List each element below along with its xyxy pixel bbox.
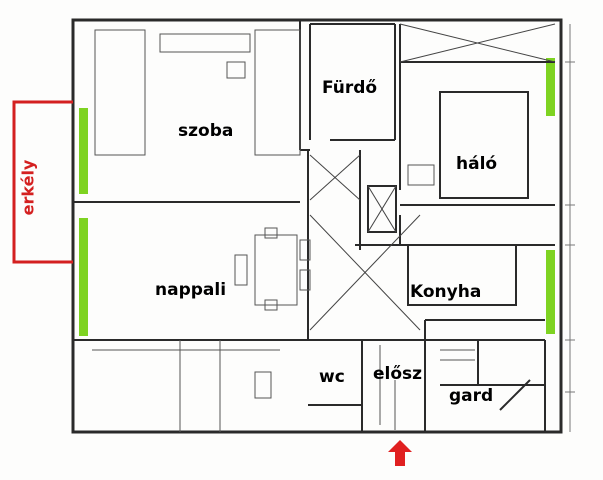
room-label-szoba: szoba	[178, 121, 234, 141]
outer-walls	[71, 18, 563, 434]
room-label-elosz: elősz	[373, 364, 423, 384]
balcony-outline	[12, 100, 73, 264]
interior-walls	[73, 20, 555, 432]
furniture	[92, 29, 475, 432]
entrance-arrow-icon	[388, 440, 412, 466]
balcony-label: erkély	[18, 159, 38, 216]
room-label-halo: háló	[456, 154, 498, 174]
window-szoba	[79, 108, 88, 194]
window-konyha	[546, 250, 555, 334]
room-label-wc: wc	[319, 367, 345, 387]
dimension-annotations	[565, 24, 575, 432]
window-nappali	[79, 218, 88, 336]
room-label-konyha: Konyha	[410, 282, 482, 302]
window-halo	[546, 58, 555, 116]
room-label-gard: gard	[449, 386, 494, 406]
room-label-furdo: Fürdő	[322, 78, 378, 98]
shaft-marks	[309, 23, 556, 331]
room-label-nappali: nappali	[155, 280, 227, 300]
